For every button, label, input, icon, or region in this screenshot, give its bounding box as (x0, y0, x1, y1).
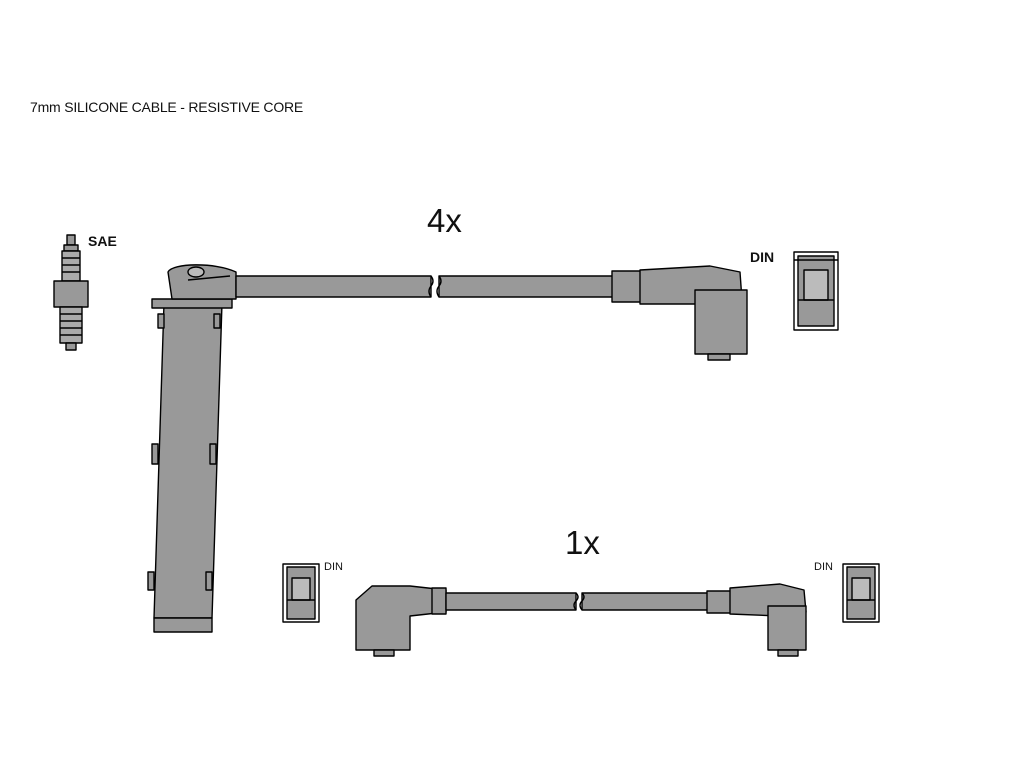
top-cable (235, 270, 645, 303)
bottom-right-angled-boot (729, 583, 807, 657)
quantity-1x-label: 1x (565, 524, 600, 561)
din-label-top: DIN (750, 249, 775, 265)
bottom-cable (445, 590, 732, 614)
spark-plug-icon (53, 234, 89, 351)
din-terminal-top-icon (793, 251, 839, 331)
din-terminal-bottom-right-icon (842, 563, 880, 623)
sae-label: SAE (88, 233, 117, 249)
top-angled-boot (639, 265, 748, 361)
long-plug-boot (147, 264, 237, 633)
din-label-bottom-left: DIN (324, 561, 343, 573)
din-terminal-bottom-left-icon (282, 563, 320, 623)
quantity-4x-label: 4x (427, 202, 462, 239)
din-label-bottom-right: DIN (814, 561, 833, 573)
diagram-caption: 7mm SILICONE CABLE - RESISTIVE CORE (30, 99, 304, 115)
bottom-left-angled-boot (355, 585, 447, 657)
